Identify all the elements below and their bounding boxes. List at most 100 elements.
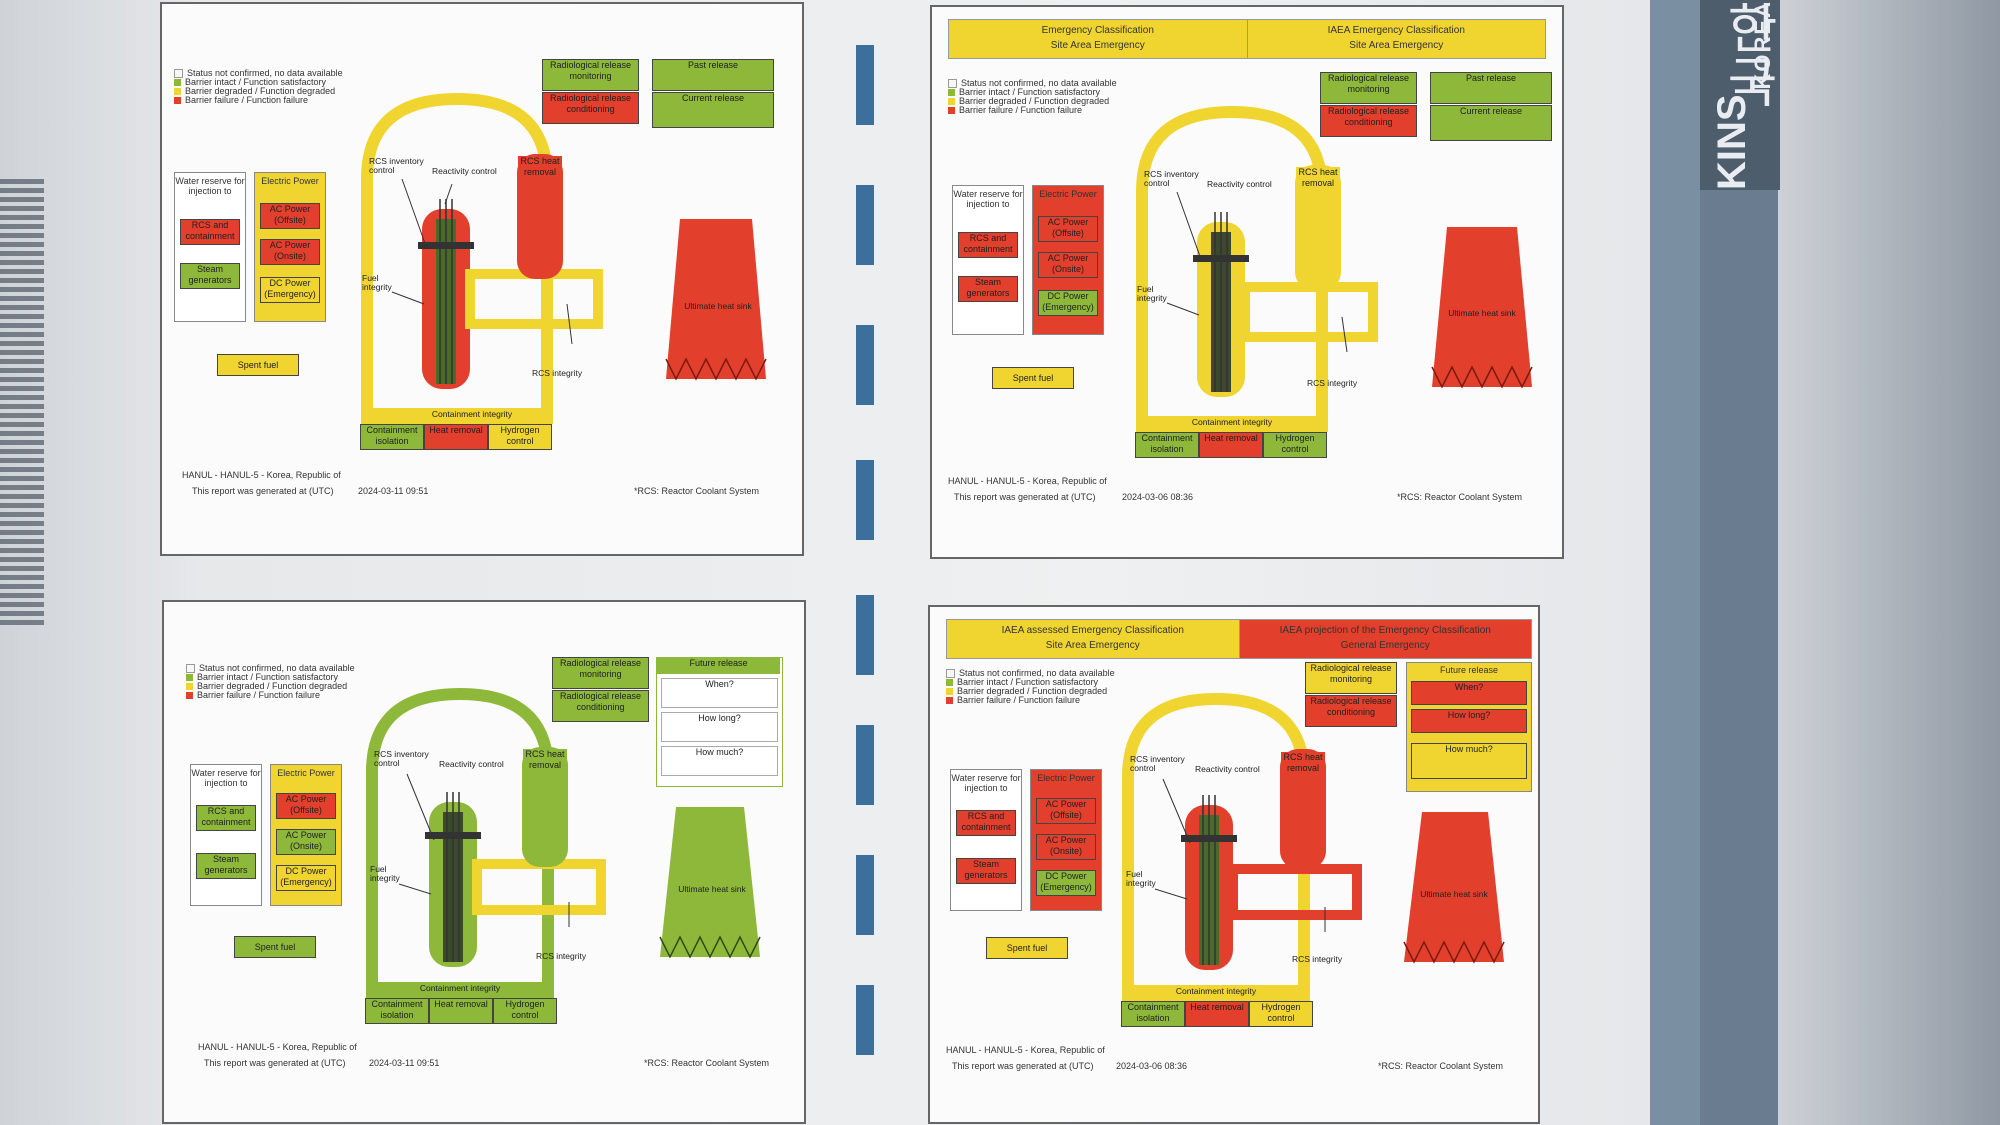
- rcs-heat-removal-label: RCS heat removal: [1296, 167, 1340, 189]
- rcs-heat-removal-label: RCS heat removal: [523, 749, 567, 771]
- footer-plant: HANUL - HANUL-5 - Korea, Republic of: [948, 476, 1107, 486]
- heat-removal: Heat removal: [1199, 432, 1263, 458]
- rad-release-monitoring: Radiological release monitoring: [1305, 662, 1397, 694]
- containment-isolation: Containment isolation: [1135, 432, 1199, 458]
- water-reserve-group: Water reserve for injection to RCS and c…: [174, 172, 246, 322]
- reactor-diagram: [366, 687, 761, 998]
- rcs-containment-box: RCS and containment: [180, 219, 240, 245]
- footer-timestamp: 2024-03-11 09:51: [358, 486, 429, 496]
- electric-power-group: Electric Power AC Power (Offsite) AC Pow…: [254, 172, 326, 322]
- electric-power-group: Electric Power AC Power (Offsite) AC Pow…: [1030, 769, 1102, 911]
- dc-power-box: DC Power (Emergency): [1038, 290, 1098, 316]
- spent-fuel: Spent fuel: [217, 354, 299, 376]
- spent-fuel: Spent fuel: [234, 936, 316, 958]
- rcs-heat-removal-label: RCS heat removal: [1281, 752, 1325, 774]
- rcs-inventory-label: RCS inventory control: [1144, 169, 1199, 188]
- footer-timestamp: 2024-03-11 09:51: [369, 1058, 440, 1068]
- rcs-integrity-label: RCS integrity: [1292, 954, 1343, 964]
- logo-korea-text: KOREA: [1750, 0, 1775, 90]
- dc-power-box: DC Power (Emergency): [260, 277, 320, 303]
- future-when: When?: [1411, 681, 1527, 705]
- future-when: When?: [661, 678, 778, 708]
- ac-onsite-box: AC Power (Onsite): [1038, 252, 1098, 278]
- left-screen-strip: [0, 175, 44, 855]
- current-release: Current release: [652, 92, 774, 128]
- ac-onsite-box: AC Power (Onsite): [1036, 834, 1096, 860]
- past-release: Past release: [1430, 72, 1552, 104]
- containment-dome: [361, 92, 553, 424]
- steam-generators-box: Steam generators: [196, 853, 256, 879]
- footer-timestamp: 2024-03-06 08:36: [1116, 1061, 1188, 1071]
- footer-generated: This report was generated at (UTC): [204, 1058, 346, 1068]
- rcs-integrity-label: RCS integrity: [532, 368, 583, 378]
- ac-offsite-box: AC Power (Offsite): [1038, 216, 1098, 242]
- rad-release-monitoring: Radiological release monitoring: [1320, 72, 1417, 104]
- banner-right: IAEA projection of the Emergency Classif…: [1239, 620, 1531, 658]
- ultimate-heat-sink-label: Ultimate heat sink: [1448, 308, 1516, 318]
- reactivity-label: Reactivity control: [1207, 179, 1272, 189]
- water-reserve-group: Water reserve for injection to RCS and c…: [950, 769, 1022, 911]
- rcs-heat-removal-label: RCS heat removal: [518, 156, 562, 178]
- footer-plant: HANUL - HANUL-5 - Korea, Republic of: [946, 1045, 1105, 1055]
- logo-korean-text: 한국: [1716, 0, 1779, 108]
- ac-offsite-box: AC Power (Offsite): [276, 793, 336, 819]
- future-how-long: How long?: [661, 712, 778, 742]
- dc-power-box: DC Power (Emergency): [276, 865, 336, 891]
- heat-removal: Heat removal: [424, 424, 488, 450]
- report-panel-top-left: Status not confirmed, no data available …: [160, 2, 804, 556]
- future-how-long: How long?: [1411, 709, 1527, 733]
- future-release-header: Future release: [657, 658, 780, 674]
- hydrogen-control: Hydrogen control: [493, 998, 557, 1024]
- logo-kins-text: KINS: [1710, 94, 1754, 190]
- water-reserve-group: Water reserve for injection to RCS and c…: [190, 764, 262, 906]
- containment-floor: [361, 408, 553, 424]
- report-panel-bottom-left: Status not confirmed, no data available …: [162, 600, 806, 1124]
- center-dashed-divider: [856, 40, 874, 1060]
- rad-release-conditioning: Radiological release conditioning: [1320, 105, 1417, 137]
- kins-logo: 한국 KOREA KINS: [1700, 0, 1780, 190]
- rad-release-conditioning: Radiological release conditioning: [1305, 695, 1397, 727]
- rcs-integrity-label: RCS integrity: [536, 951, 587, 961]
- rad-release-conditioning: Radiological release conditioning: [552, 690, 649, 722]
- rcs-containment-box: RCS and containment: [196, 805, 256, 831]
- reactor-diagram: [1122, 692, 1505, 1001]
- fuel-integrity-label: Fuel integrity: [362, 273, 392, 292]
- steam-generators-box: Steam generators: [958, 276, 1018, 302]
- rad-release-monitoring: Radiological release monitoring: [542, 59, 639, 91]
- hydrogen-control: Hydrogen control: [1263, 432, 1327, 458]
- footer-rcs-note: *RCS: Reactor Coolant System: [644, 1058, 770, 1068]
- legend: Status not confirmed, no data available …: [186, 664, 355, 700]
- footer-generated: This report was generated at (UTC): [192, 486, 334, 496]
- spent-fuel: Spent fuel: [992, 367, 1074, 389]
- footer-rcs-note: *RCS: Reactor Coolant System: [634, 486, 760, 496]
- rad-release-monitoring: Radiological release monitoring: [552, 657, 649, 689]
- steam-generators-box: Steam generators: [956, 858, 1016, 884]
- reactivity-label: Reactivity control: [1195, 764, 1260, 774]
- ultimate-heat-sink-label: Ultimate heat sink: [1420, 889, 1488, 899]
- fuel-integrity-label: Fuel integrity: [1126, 869, 1156, 888]
- footer-plant: HANUL - HANUL-5 - Korea, Republic of: [198, 1042, 357, 1052]
- legend: Status not confirmed, no data available …: [948, 79, 1117, 115]
- rcs-inventory-label: RCS inventory control: [369, 156, 424, 175]
- reactivity-label: Reactivity control: [432, 166, 497, 176]
- legend: Status not confirmed, no data available …: [946, 669, 1115, 705]
- containment-integrity-label: Containment integrity: [1191, 417, 1273, 427]
- containment-integrity-label: Containment integrity: [1175, 986, 1257, 996]
- heat-removal: Heat removal: [429, 998, 493, 1024]
- rcs-containment-box: RCS and containment: [956, 810, 1016, 836]
- footer-generated: This report was generated at (UTC): [952, 1061, 1094, 1071]
- rcs-loop: [465, 269, 603, 329]
- containment-integrity-label: Containment integrity: [431, 409, 513, 419]
- electric-power-group: Electric Power AC Power (Offsite) AC Pow…: [270, 764, 342, 906]
- hydrogen-control: Hydrogen control: [1249, 1001, 1313, 1027]
- heat-removal: Heat removal: [1185, 1001, 1249, 1027]
- past-release: Past release: [652, 59, 774, 91]
- reactor-diagram: [1136, 105, 1533, 432]
- fuel-integrity-label: Fuel integrity: [1137, 284, 1167, 303]
- containment-isolation: Containment isolation: [360, 424, 424, 450]
- footer-plant: HANUL - HANUL-5 - Korea, Republic of: [182, 470, 341, 480]
